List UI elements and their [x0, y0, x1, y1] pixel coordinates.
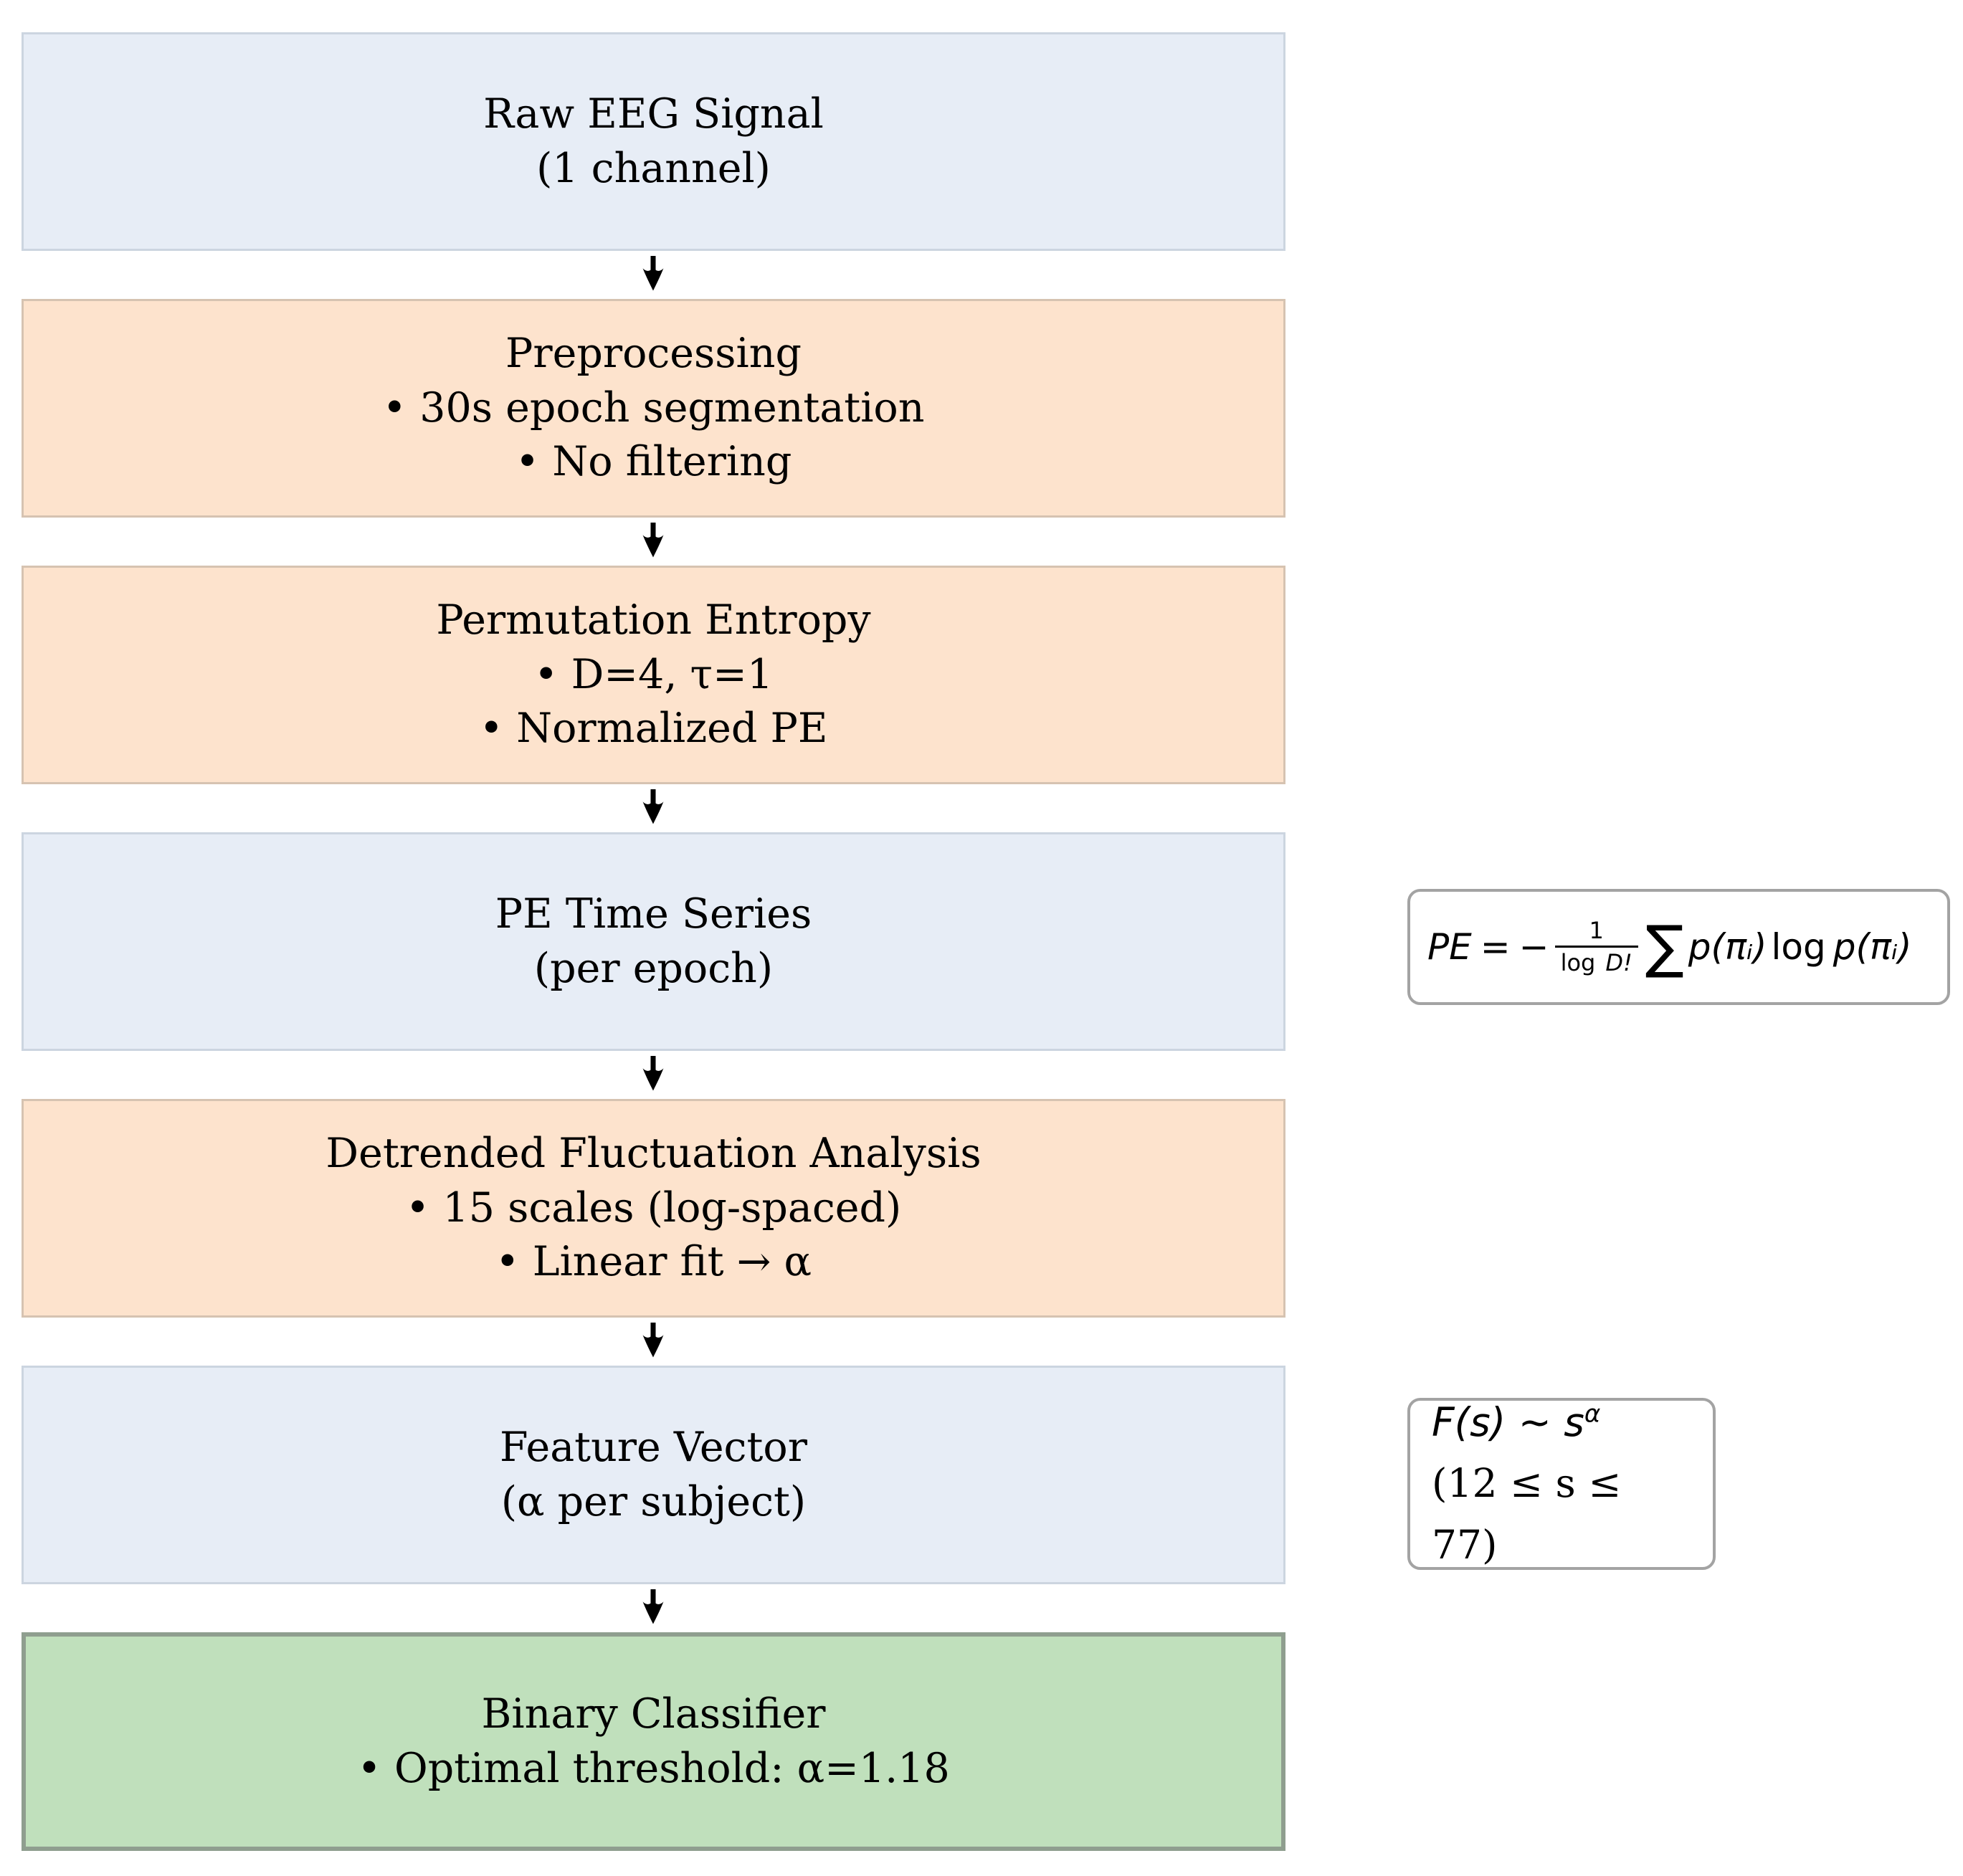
denominator-variable: D! — [1605, 949, 1632, 976]
flow-box-pe-time-series: PE Time Series (per epoch) — [22, 832, 1285, 1051]
flow-box-detrended-fluctuation-analysis: Detrended Fluctuation Analysis • 15 scal… — [22, 1099, 1285, 1318]
box-title: Preprocessing — [505, 329, 802, 377]
alpha-exponent: α — [1584, 1399, 1601, 1429]
probability-term: p(πᵢ) — [1833, 926, 1912, 968]
flow-box-raw-eeg-signal: Raw EEG Signal (1 channel) — [22, 32, 1285, 251]
box-title: Raw EEG Signal — [483, 90, 824, 138]
dfa-scaling-law: F(s) ~ sα — [1432, 1392, 1691, 1453]
box-title: Feature Vector — [500, 1423, 807, 1471]
probability-term: p(πᵢ) — [1688, 926, 1767, 968]
flow-box-binary-classifier: Binary Classifier • Optimal threshold: α… — [22, 1632, 1285, 1851]
box-title: PE Time Series — [495, 890, 812, 938]
box-bullet: • Optimal threshold: α=1.18 — [357, 1744, 950, 1792]
minus-sign: − — [1518, 926, 1549, 968]
box-subtitle: (1 channel) — [536, 144, 771, 192]
box-title: Binary Classifier — [481, 1690, 826, 1738]
box-bullet: • No filtering — [515, 438, 792, 486]
fraction: 1 log D! — [1554, 917, 1638, 976]
fraction-denominator: log D! — [1554, 946, 1638, 976]
box-bullet: • Normalized PE — [479, 705, 828, 753]
fraction-numerator: 1 — [1589, 917, 1604, 945]
box-subtitle: (per epoch) — [533, 944, 774, 992]
down-arrow-icon — [642, 789, 664, 824]
equals-sign: = — [1480, 926, 1511, 968]
down-arrow-icon — [642, 1056, 664, 1091]
flow-box-feature-vector: Feature Vector (α per subject) — [22, 1366, 1285, 1584]
log-function: log — [1771, 926, 1826, 968]
down-arrow-icon — [642, 256, 664, 291]
down-arrow-icon — [642, 1323, 664, 1358]
flow-box-preprocessing: Preprocessing • 30s epoch segmentation •… — [22, 299, 1285, 518]
box-bullet: • 30s epoch segmentation — [382, 384, 925, 432]
summation-sigma: ∑ — [1645, 913, 1684, 980]
scaling-expression: F(s) ~ s — [1432, 1399, 1584, 1446]
box-title: Permutation Entropy — [436, 596, 871, 644]
box-title: Detrended Fluctuation Analysis — [325, 1129, 982, 1177]
dfa-scale-range: (12 ≤ s ≤ 77) — [1432, 1460, 1622, 1568]
pe-formula-lhs: PE — [1427, 926, 1472, 968]
down-arrow-icon — [642, 1589, 664, 1624]
flow-box-permutation-entropy: Permutation Entropy • D=4, τ=1 • Normali… — [22, 566, 1285, 784]
box-subtitle: (α per subject) — [500, 1477, 807, 1525]
box-bullet: • 15 scales (log-spaced) — [405, 1184, 902, 1232]
dfa-formula-annotation: F(s) ~ sα (12 ≤ s ≤ 77) — [1407, 1398, 1716, 1570]
box-bullet: • Linear fit → α — [495, 1238, 812, 1286]
log-function: log — [1560, 949, 1596, 976]
down-arrow-icon — [642, 523, 664, 558]
box-bullet: • D=4, τ=1 — [533, 650, 774, 698]
